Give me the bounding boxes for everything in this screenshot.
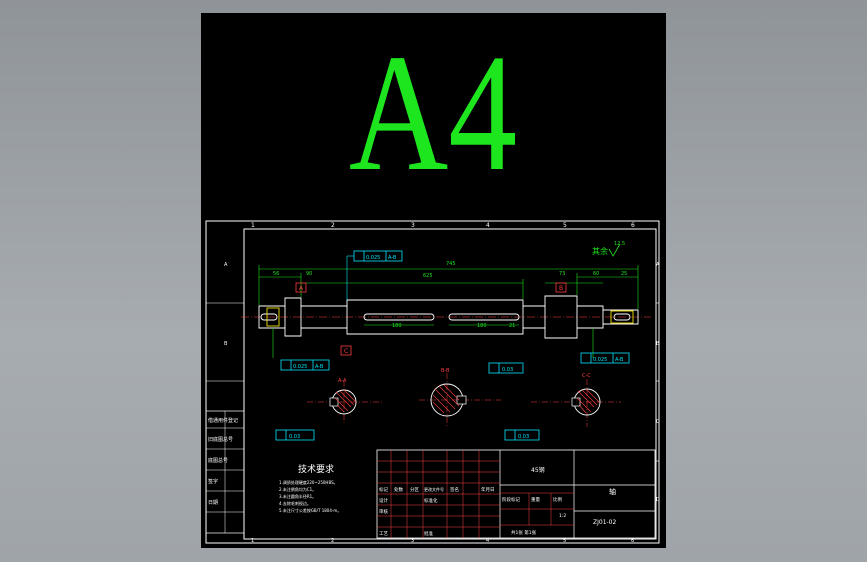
gdt-tolerance: 0.025 (293, 364, 307, 370)
gdt-tolerance: 0.025 (593, 357, 607, 363)
dim-label: 60 (593, 271, 599, 277)
a4-banner: A4 (349, 20, 517, 206)
col-number-bottom: 2 (331, 538, 334, 544)
role-label: 设计 (379, 497, 388, 504)
notes-line: 5.未注尺寸公差按GB/T 1804-m。 (279, 507, 341, 513)
role-label: 标准化 (424, 497, 438, 504)
gdt-frame-left: 0.025 A-B (280, 359, 330, 371)
dim-label: 625 (423, 273, 433, 279)
notes-line: 4.去除毛刺锐边。 (279, 500, 311, 506)
notes-line: 3.未注圆角半径R1。 (279, 493, 316, 499)
section-gdt-frame: 0.03 (488, 362, 524, 374)
svg-text:0.03: 0.03 (502, 367, 513, 373)
gdt-frame-right: 0.025 A-B (580, 352, 630, 364)
row-letter: A (224, 262, 228, 268)
dimension-lines (258, 265, 639, 358)
section-view-c: C-C (531, 373, 621, 427)
dim-label: 90 (306, 271, 312, 277)
dim-label: 25 (621, 271, 627, 277)
section-label: B-B (441, 368, 450, 374)
roughness-note: 其余 12.5 (592, 241, 625, 257)
notes-line: 1.调质处理硬度220~250HBS。 (279, 479, 338, 485)
revision-header: 年月日 (481, 486, 495, 493)
stage-header: 比例 (553, 496, 562, 503)
gdt-datum: A-B (315, 364, 324, 370)
part-name: 轴 (609, 487, 616, 496)
svg-text:0.03: 0.03 (518, 434, 529, 440)
dim-label: 56 (273, 271, 279, 277)
section-label: C-C (582, 373, 591, 379)
dim-label: 180 (392, 323, 402, 329)
dim-label: 21 (509, 323, 515, 329)
col-number-top: 6 (631, 222, 635, 229)
col-number-bottom: 5 (563, 538, 566, 544)
section-gdt-frame: 0.03 (504, 429, 540, 441)
datum-box: C (340, 345, 352, 356)
shaft-main-view (241, 295, 651, 339)
row-letter: B (656, 341, 660, 347)
col-number-top: 5 (563, 222, 567, 229)
svg-text:A: A (299, 285, 304, 292)
role-label: 工艺 (379, 531, 388, 537)
svg-text:B: B (559, 285, 563, 292)
row-letter: A (656, 262, 660, 268)
row-letter: D (656, 497, 660, 503)
col-number-top: 2 (331, 222, 335, 229)
col-number-top: 3 (411, 222, 415, 229)
stage-header: 重量 (531, 496, 540, 503)
row-letter: C (656, 419, 660, 425)
revision-grid (377, 450, 500, 538)
col-number-top: 4 (486, 222, 490, 229)
section-view-a: A-A (307, 378, 383, 425)
svg-text:借通用件登记: 借通用件登记 (208, 417, 238, 424)
svg-text:旧底图总号: 旧底图总号 (208, 436, 233, 443)
gdt-tolerance: 0.025 (366, 255, 380, 261)
notes-heading: 技术要求 (298, 463, 334, 475)
sheet-count: 共1张 第1张 (511, 529, 537, 536)
gdt-frame-top: 0.025 A-B (346, 250, 403, 300)
col-number-bottom: 6 (631, 538, 634, 544)
dim-label: 180 (477, 323, 487, 329)
col-number-top: 1 (251, 222, 255, 229)
revision-header: 标记 (379, 486, 388, 493)
technical-notes: 技术要求 1.调质处理硬度220~250HBS。 2.未注倒角均为C1。 3.未… (279, 463, 341, 513)
scale-value: 1:2 (559, 513, 566, 519)
svg-text:底图总号: 底图总号 (208, 457, 228, 464)
svg-text:签字: 签字 (208, 478, 218, 485)
dim-overall-length: 745 (446, 261, 456, 267)
svg-text:C: C (344, 348, 348, 355)
role-label: 批准 (424, 530, 433, 537)
datum-box: B (555, 282, 567, 293)
side-stamp-block: 借通用件登记 旧底图总号 底图总号 签字 日期 (205, 410, 245, 534)
datum-box: A (295, 282, 307, 293)
section-label: A-A (338, 378, 347, 384)
material-label: 45钢 (531, 466, 545, 474)
drawing-number: ZJ01-02 (593, 519, 616, 526)
cad-viewport[interactable]: A4 1 2 3 4 5 6 1 2 3 4 5 6 A B A B C D 其… (201, 13, 666, 548)
notes-line: 2.未注倒角均为C1。 (279, 486, 316, 492)
section-gdt-frame: 0.03 (275, 429, 315, 441)
revision-header: 处数 (394, 486, 403, 493)
stage-header: 阶段标记 (502, 496, 520, 503)
role-label: 审核 (379, 508, 388, 515)
revision-header: 分区 (410, 486, 419, 493)
svg-text:日期: 日期 (208, 500, 218, 506)
row-letter: B (224, 341, 228, 347)
col-number-bottom: 3 (411, 538, 414, 544)
section-view-b: B-B (419, 368, 501, 427)
sheet-border (205, 220, 660, 544)
col-number-bottom: 4 (486, 538, 489, 544)
revision-header: 更改文件号 (424, 486, 444, 492)
gdt-datum: A-B (388, 255, 397, 261)
revision-header: 签名 (450, 486, 459, 493)
dim-label: 73 (559, 271, 565, 277)
col-number-bottom: 1 (251, 538, 254, 544)
gdt-datum: A-B (615, 357, 624, 363)
roughness-label: 其余 (592, 246, 608, 256)
svg-text:0.03: 0.03 (289, 434, 300, 440)
